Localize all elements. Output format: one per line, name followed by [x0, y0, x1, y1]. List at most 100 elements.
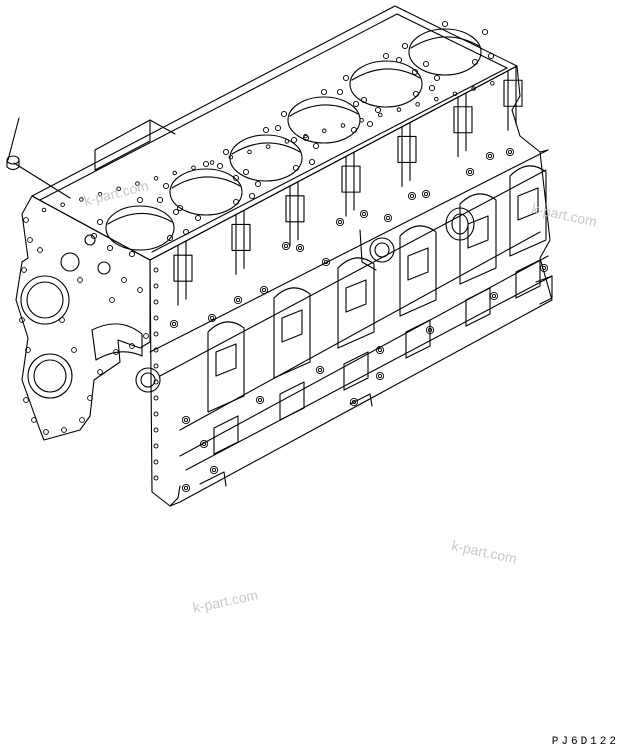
lower-boss [515, 259, 541, 299]
bolt [259, 285, 269, 295]
deck-hole [182, 228, 190, 236]
bolt [539, 263, 549, 273]
bolt-center [385, 215, 391, 221]
bolt-center [361, 211, 367, 217]
face-hole [21, 267, 27, 273]
bolt-center [171, 321, 177, 327]
deck-hole [153, 176, 159, 181]
bolt-center [427, 327, 433, 333]
deck-hole [308, 158, 316, 166]
bolt-center [201, 441, 207, 447]
saddle-slot [281, 309, 303, 343]
bolt-center [377, 373, 383, 379]
deck-hole [396, 107, 402, 112]
deck-hole [262, 126, 270, 134]
deck-hole [96, 218, 104, 226]
face-hole [153, 395, 159, 401]
face-hole [77, 277, 83, 283]
bolt-center [541, 265, 547, 271]
bolt-center [351, 399, 357, 405]
deck-hole [290, 136, 298, 144]
rib-window [285, 195, 305, 223]
deck-hole [248, 192, 256, 200]
saddle [399, 225, 437, 317]
face-hole [109, 297, 115, 303]
deck-hole [487, 52, 495, 60]
face-hole [153, 315, 159, 321]
lower-boss [213, 415, 239, 455]
bolt-center [323, 259, 329, 265]
cylinder-bore [349, 60, 423, 108]
deck-hole [172, 208, 180, 216]
deck-hole [360, 96, 368, 104]
deck-hole [247, 149, 252, 155]
face-hole [23, 397, 29, 403]
deck-hole [191, 165, 196, 171]
plug-callout [6, 117, 71, 199]
bolt [255, 395, 265, 405]
saddle [459, 193, 497, 285]
bolt [315, 365, 325, 375]
face-hole [153, 331, 159, 337]
rib-window [453, 106, 473, 134]
deck-hole [292, 164, 300, 172]
face-hole [153, 299, 159, 305]
deck-hole [312, 142, 320, 150]
bolt [349, 397, 359, 407]
bolt [335, 217, 345, 227]
bolt [199, 439, 209, 449]
bolt-center [209, 315, 215, 321]
deck-hole [162, 182, 170, 190]
bolt [181, 415, 191, 425]
saddle [207, 321, 245, 413]
deck-hole [340, 123, 346, 128]
bolt [209, 465, 219, 475]
deck-hole [452, 91, 458, 97]
lower-boss [405, 319, 431, 359]
face-hole [59, 317, 65, 323]
bolt-center [317, 367, 323, 373]
bolt [169, 319, 179, 329]
rib [177, 240, 187, 306]
cylinder-bore [408, 28, 482, 76]
rib [235, 209, 245, 275]
cylinder-bores [105, 28, 482, 251]
deck-hole [274, 124, 282, 132]
deck-hole [366, 120, 374, 128]
deck-hole [481, 28, 489, 36]
deck-hole [320, 88, 328, 96]
deck-hole [194, 214, 202, 222]
bolt [281, 241, 291, 251]
cylinder-bore [287, 96, 361, 144]
bolt [505, 147, 515, 157]
face-hole [27, 237, 33, 243]
face-hole [113, 349, 119, 355]
deck-hole [411, 68, 419, 76]
deck-hole [382, 52, 390, 60]
saddle-slot [467, 215, 489, 249]
rib [345, 151, 355, 217]
rib-window [173, 254, 193, 282]
deck-hole [321, 128, 327, 134]
bolt [407, 191, 417, 201]
face-hole [71, 347, 77, 353]
deck-hole [377, 112, 383, 118]
deck-hole [401, 42, 409, 50]
deck-hole [116, 186, 121, 192]
deck-hole [336, 88, 344, 96]
bolt [489, 291, 499, 301]
face-hole [37, 247, 43, 253]
drawing-code: PJ6D122 [551, 736, 619, 748]
deck-hole [471, 58, 479, 66]
bolt [375, 371, 385, 381]
oil-filter-boss [359, 207, 475, 271]
deck-hole [415, 102, 420, 107]
deck-hole [342, 74, 350, 82]
face-hole [153, 379, 159, 385]
deck-hole [136, 196, 144, 204]
bolt-center [257, 397, 263, 403]
face-hole [129, 343, 135, 349]
deck-hole [232, 174, 240, 182]
deck-hole [97, 191, 103, 197]
